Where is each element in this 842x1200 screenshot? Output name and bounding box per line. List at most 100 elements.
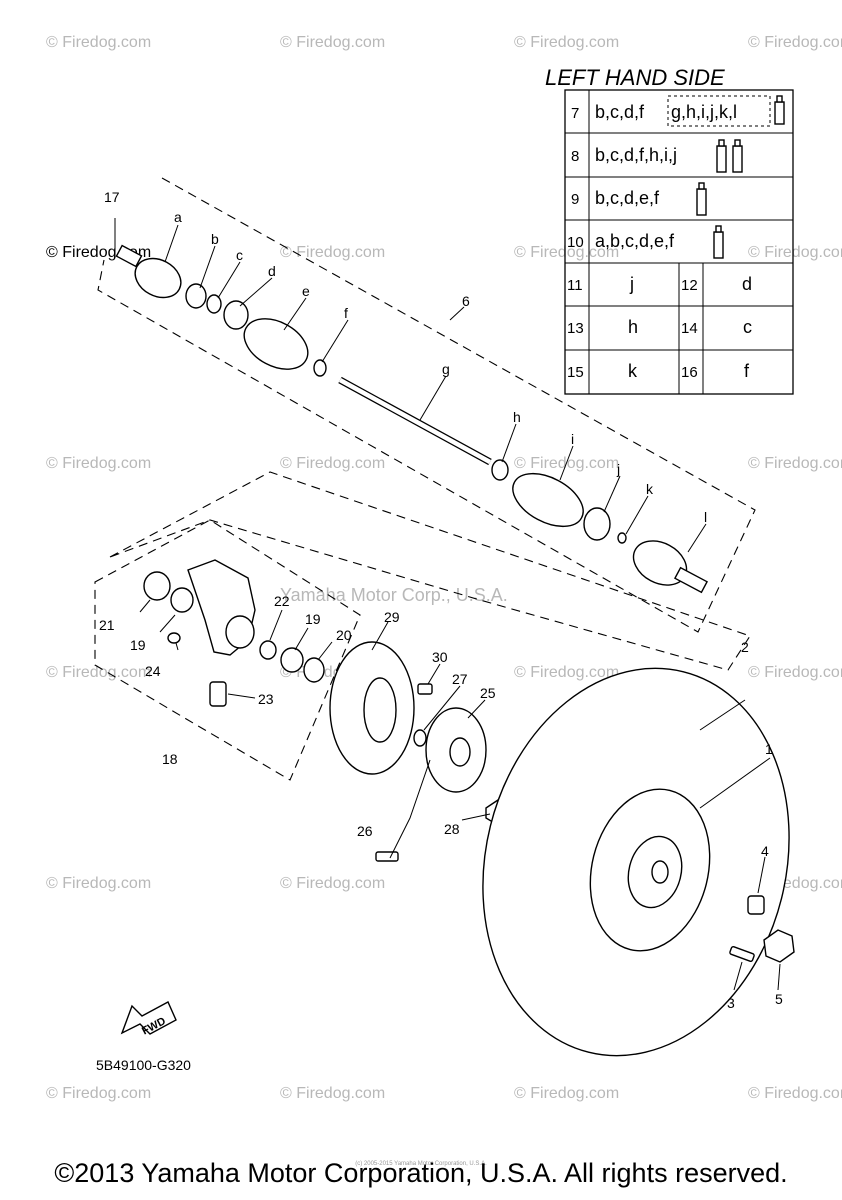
diagram-title: LEFT HAND SIDE bbox=[545, 65, 725, 90]
oring-27 bbox=[413, 729, 427, 747]
watermark: © Firedog.com bbox=[514, 664, 619, 681]
kit-number: 15 bbox=[567, 364, 584, 381]
callout: 27 bbox=[452, 671, 468, 687]
cap-4 bbox=[747, 895, 765, 915]
knuckle-assembly-outline bbox=[94, 519, 361, 781]
knuckle-assembly bbox=[139, 559, 333, 707]
callout-labels: 17 a b c d e f 6 g h i j k l 21 19 24 22… bbox=[99, 189, 783, 1011]
callout: 29 bbox=[384, 609, 400, 625]
kit-parts: b,c,d,f,h,i,j bbox=[595, 145, 677, 165]
brake-hub-assembly bbox=[329, 621, 509, 862]
callout: 20 bbox=[336, 627, 352, 643]
circlip-b bbox=[185, 283, 207, 309]
watermark: © Firedog.com bbox=[514, 1085, 619, 1102]
drive-shaft-assembly bbox=[114, 218, 709, 594]
watermark: © Firedog.com bbox=[280, 455, 385, 472]
outer-cv-joint bbox=[134, 257, 182, 299]
disc-bolt-30 bbox=[417, 683, 433, 695]
boot-band-h bbox=[491, 459, 509, 481]
watermark: © Firedog.com bbox=[514, 244, 619, 261]
watermark: © Firedog.com bbox=[280, 34, 385, 51]
callout: 18 bbox=[162, 751, 178, 767]
callout: k bbox=[646, 481, 654, 497]
wheel-assembly bbox=[482, 667, 795, 1057]
callout: 3 bbox=[727, 995, 735, 1011]
shaft-end-part bbox=[115, 244, 143, 268]
kit-parts: b,c,d,e,f bbox=[595, 188, 660, 208]
watermark: © Firedog.com bbox=[46, 1085, 151, 1102]
bearing-19b bbox=[280, 647, 304, 673]
callout: i bbox=[571, 431, 574, 447]
callout: 21 bbox=[99, 617, 115, 633]
kit-part: j bbox=[629, 274, 634, 294]
knuckle-group-outline bbox=[109, 471, 751, 671]
inner-cv-joint bbox=[632, 540, 688, 586]
spacer-22 bbox=[259, 640, 277, 660]
ball-joint bbox=[209, 681, 227, 707]
fwd-arrow-icon: FWD bbox=[120, 1001, 177, 1038]
hub-center bbox=[449, 737, 471, 767]
watermark: © Firedog.com bbox=[748, 1085, 842, 1102]
callout: 5 bbox=[775, 991, 783, 1007]
kit-number: 16 bbox=[681, 364, 698, 381]
callout: 19 bbox=[305, 611, 321, 627]
callout: 6 bbox=[462, 293, 470, 309]
kit-number: 11 bbox=[567, 277, 583, 294]
bearing-19a bbox=[170, 587, 194, 613]
kit-number: 7 bbox=[571, 105, 579, 122]
kit-parts: b,c,d,f bbox=[595, 102, 645, 122]
boot-band-j bbox=[583, 507, 611, 541]
watermark: © Firedog.com bbox=[514, 34, 619, 51]
watermark: © Firedog.com bbox=[280, 1085, 385, 1102]
kit-parts-boxed: g,h,i,j,k,l bbox=[671, 102, 737, 122]
tiny-copyright: (c) 2005-2015 Yamaha Motor Corporation, … bbox=[355, 1161, 487, 1167]
outer-boot bbox=[243, 318, 309, 370]
kit-part: c bbox=[743, 317, 752, 337]
kit-table: 7 b,c,d,f g,h,i,j,k,l 8 b,c,d,f,h,i,j 9 … bbox=[564, 89, 794, 395]
kit-number: 14 bbox=[681, 320, 698, 337]
stud-bolt-26 bbox=[375, 851, 399, 862]
watermark: © Firedog.com bbox=[748, 34, 842, 51]
watermark: © Firedog.com bbox=[748, 244, 842, 261]
callout: 19 bbox=[130, 637, 146, 653]
watermark: © Firedog.com bbox=[46, 34, 151, 51]
circlip-c bbox=[206, 294, 222, 314]
callout: h bbox=[513, 409, 521, 425]
boot-band-f bbox=[313, 359, 327, 377]
callout: 30 bbox=[432, 649, 448, 665]
callout: 22 bbox=[274, 593, 290, 609]
watermark-center: Yamaha Motor Corp., U.S.A. bbox=[280, 585, 508, 605]
callout: g bbox=[442, 361, 450, 377]
kit-part: k bbox=[628, 361, 638, 381]
kit-number: 8 bbox=[571, 148, 579, 165]
callout: 28 bbox=[444, 821, 460, 837]
copyright-notice: ©2013 Yamaha Motor Corporation, U.S.A. A… bbox=[54, 1158, 788, 1188]
seal-20 bbox=[303, 657, 325, 683]
disc-center bbox=[363, 677, 397, 743]
axle-nut-5 bbox=[763, 929, 795, 963]
knuckle-bore bbox=[225, 615, 255, 649]
inner-boot bbox=[512, 472, 584, 528]
kit-number: 9 bbox=[571, 191, 579, 208]
callout: j bbox=[616, 461, 620, 477]
callout: 2 bbox=[741, 639, 749, 655]
callout: 26 bbox=[357, 823, 373, 839]
callout: b bbox=[211, 231, 219, 247]
grease-tube-icon bbox=[696, 182, 707, 216]
callout: 24 bbox=[145, 663, 161, 679]
valve-3 bbox=[729, 946, 755, 962]
circlip-24 bbox=[167, 632, 181, 644]
kit-part: f bbox=[744, 361, 750, 381]
circlip-k bbox=[617, 532, 627, 544]
watermark: © Firedog.com bbox=[280, 875, 385, 892]
callout: 25 bbox=[480, 685, 496, 701]
callout: a bbox=[174, 209, 182, 225]
callout: 4 bbox=[761, 843, 769, 859]
callout: 17 bbox=[104, 189, 120, 205]
grease-tube-icon bbox=[732, 139, 743, 173]
watermark: © Firedog.com bbox=[280, 244, 385, 261]
rim-center bbox=[651, 860, 669, 884]
kit-part: d bbox=[742, 274, 752, 294]
callout: 23 bbox=[258, 691, 274, 707]
kit-part: h bbox=[628, 317, 638, 337]
